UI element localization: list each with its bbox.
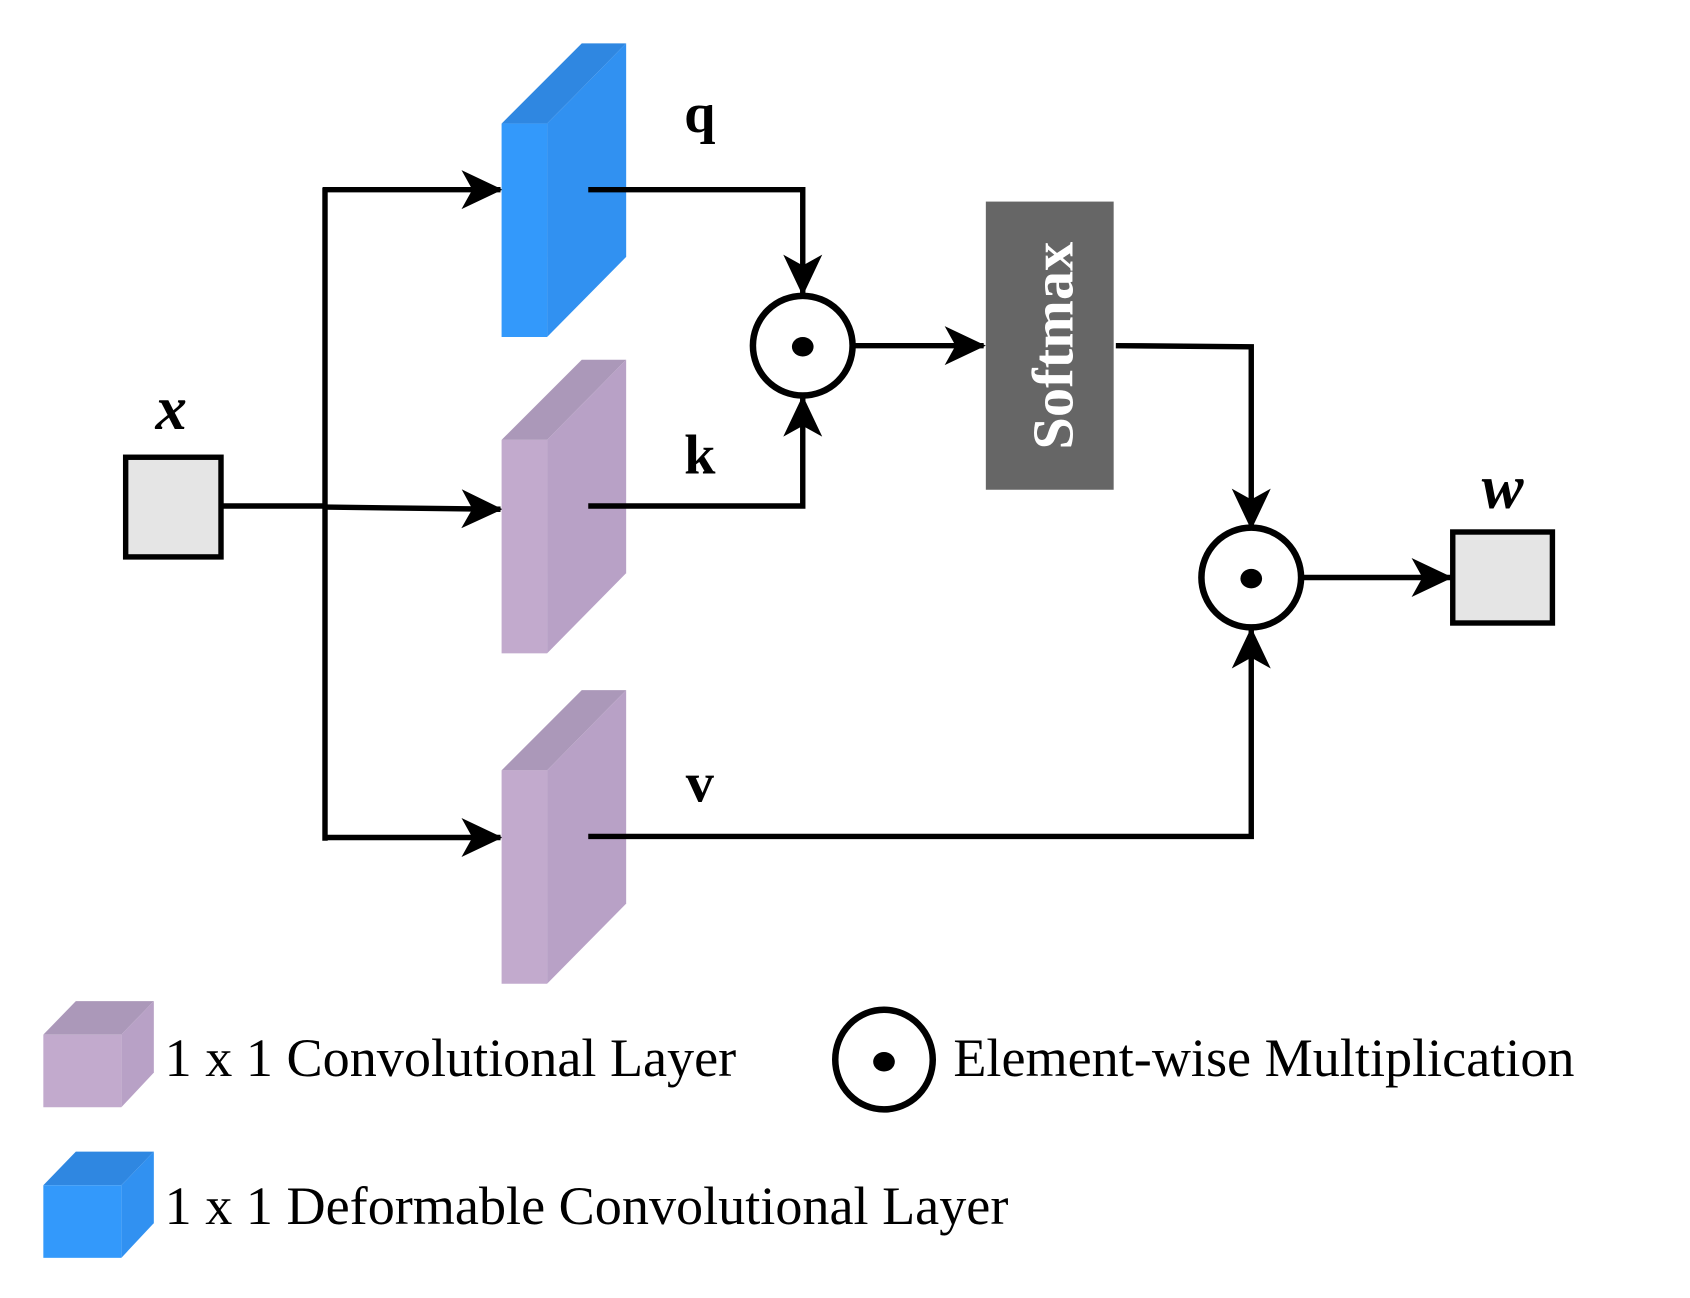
legend: 1 x 1 Convolutional Layer Element-wise M… bbox=[43, 1001, 1575, 1258]
k-conv-block bbox=[501, 359, 627, 654]
q-block-front bbox=[501, 123, 548, 337]
legend-deform-label: 1 x 1 Deformable Convolutional Layer bbox=[165, 1176, 1009, 1236]
softmax-block: Softmax bbox=[985, 201, 1114, 490]
softmax-label: Softmax bbox=[1021, 242, 1086, 450]
multiply-dot-icon bbox=[1240, 568, 1263, 589]
q-deformable-conv-block bbox=[501, 43, 627, 338]
output-box bbox=[1450, 529, 1556, 626]
v-block-top bbox=[501, 690, 627, 771]
q-block-top bbox=[501, 43, 627, 124]
softmax-to-mul2-arrow bbox=[1115, 342, 1271, 530]
legend-mult-label: Element-wise Multiplication bbox=[953, 1028, 1574, 1088]
k-block-side bbox=[547, 359, 627, 654]
bus-to-k-arrow bbox=[324, 489, 503, 529]
input-node: x bbox=[122, 373, 224, 560]
softmax-box bbox=[985, 201, 1114, 490]
input-label: x bbox=[154, 373, 186, 443]
multiply-operator-1 bbox=[749, 292, 856, 399]
legend-multiply-icon bbox=[831, 1006, 936, 1113]
q-to-mul1-arrow bbox=[588, 186, 823, 296]
output-label: w bbox=[1482, 452, 1525, 522]
q-block-side bbox=[547, 43, 627, 338]
q-label: q bbox=[684, 83, 715, 145]
legend-conv-label: 1 x 1 Convolutional Layer bbox=[165, 1028, 737, 1088]
v-conv-block bbox=[501, 690, 627, 984]
legend-deform-cube-icon bbox=[43, 1151, 154, 1258]
input-box bbox=[122, 454, 224, 560]
v-to-mul2-arrow bbox=[588, 627, 1271, 840]
k-to-mul1-arrow bbox=[588, 395, 823, 509]
k-block-top bbox=[501, 359, 627, 440]
v-block-front bbox=[501, 770, 548, 984]
legend-conv-cube-icon bbox=[43, 1001, 154, 1108]
k-label: k bbox=[684, 425, 716, 487]
v-block-side bbox=[547, 690, 627, 984]
output-node: w bbox=[1450, 452, 1556, 626]
input-wires bbox=[220, 170, 503, 857]
k-block-front bbox=[501, 439, 548, 654]
multiply-operator-2 bbox=[1198, 524, 1305, 631]
multiply-dot-icon bbox=[791, 337, 814, 357]
v-label: v bbox=[686, 753, 715, 815]
